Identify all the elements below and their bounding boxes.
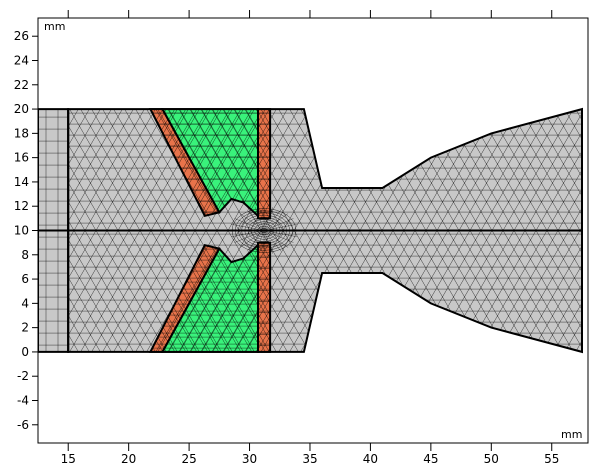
refinement-ray (263, 207, 274, 231)
mesh-edge (150, 245, 220, 352)
mesh-edge (188, 109, 258, 216)
mesh-edge (188, 245, 258, 352)
mesh-edge (508, 109, 582, 352)
mesh-edge (68, 109, 124, 352)
x-tick-label: 35 (302, 452, 317, 464)
mesh-edge (541, 109, 582, 352)
mesh-edge (68, 109, 135, 352)
refinement-ray (231, 224, 265, 231)
mesh-edge (68, 109, 102, 352)
mesh-edge (199, 109, 258, 216)
mesh-edge (519, 109, 582, 352)
mesh-edge (541, 109, 582, 352)
refinement-ray (263, 230, 282, 252)
mesh-edge (530, 109, 582, 352)
refinement-ray (239, 213, 265, 231)
mesh-edge (68, 109, 157, 352)
x-tick-label: 50 (484, 452, 499, 464)
mesh-edge (530, 109, 582, 352)
x-unit-label: mm (561, 428, 582, 441)
mesh-edge (162, 245, 258, 352)
refinement-ray (263, 209, 282, 231)
refinement-ray (246, 230, 265, 252)
mesh-edge (258, 109, 271, 219)
mesh-edge (166, 245, 258, 352)
mesh-edge (508, 109, 582, 352)
x-tick-label: 15 (61, 452, 76, 464)
y-tick-label: 20 (14, 102, 29, 116)
refinement-ray (231, 230, 265, 237)
y-tick-label: 26 (14, 29, 29, 43)
y-tick-label: 12 (14, 199, 29, 213)
y-tick-label: 4 (21, 296, 29, 310)
mesh-edge (150, 109, 220, 216)
refinement-ray (255, 207, 265, 231)
mesh-edge (162, 109, 254, 216)
insulator-bar-lower-mesh (258, 242, 271, 352)
refinement-ray (263, 230, 274, 254)
mesh-edge (68, 109, 157, 352)
x-tick-label: 45 (423, 452, 438, 464)
refinement-ray (264, 224, 297, 231)
refinement-ray (263, 230, 289, 248)
mesh-edge (177, 109, 258, 216)
mesh-edge (68, 109, 135, 352)
refinement-ray (255, 230, 265, 254)
y-tick-label: 18 (14, 126, 29, 140)
y-tick-label: -6 (17, 418, 29, 432)
y-tick-label: -4 (17, 394, 29, 408)
refinement-ray (263, 218, 294, 231)
y-tick-label: 14 (14, 175, 29, 189)
y-tick-label: 0 (21, 345, 29, 359)
mesh-edge (162, 245, 254, 352)
refinement-ray (264, 230, 297, 237)
y-tick-label: 10 (14, 224, 29, 238)
y-tick-label: 6 (21, 272, 29, 286)
mesh-edge (68, 109, 146, 352)
y-tick-label: 24 (14, 54, 29, 68)
y-tick-label: 8 (21, 248, 29, 262)
x-tick-label: 25 (181, 452, 196, 464)
y-tick-label: 22 (14, 78, 29, 92)
x-tick-label: 40 (363, 452, 378, 464)
y-unit-label: mm (44, 20, 65, 33)
x-tick-label: 55 (544, 452, 559, 464)
refinement-ray (234, 230, 265, 243)
refinement-ray (263, 213, 289, 231)
mesh-edge (68, 109, 146, 352)
mesh-edge (258, 242, 271, 352)
refinement-ray (246, 209, 265, 231)
mesh-edge (519, 109, 582, 352)
mesh-edge (68, 109, 113, 352)
mesh-edge (68, 109, 102, 352)
mesh-edge (177, 245, 258, 352)
mesh-edge (162, 109, 258, 216)
x-tick-label: 30 (242, 452, 257, 464)
mesh-edge (166, 109, 258, 216)
mesh-edge (68, 109, 113, 352)
y-tick-label: 16 (14, 151, 29, 165)
refinement-ray (234, 218, 265, 231)
x-axis-ticks: 15 20 25 30 35 40 45 50 55 (61, 10, 559, 464)
mesh-edge (199, 245, 258, 352)
x-tick-label: 20 (121, 452, 136, 464)
y-tick-label: -2 (17, 369, 29, 383)
y-tick-label: 2 (21, 321, 29, 335)
mesh-edge (68, 109, 124, 352)
refinement-ray (263, 230, 294, 243)
refinement-ray (239, 230, 265, 248)
